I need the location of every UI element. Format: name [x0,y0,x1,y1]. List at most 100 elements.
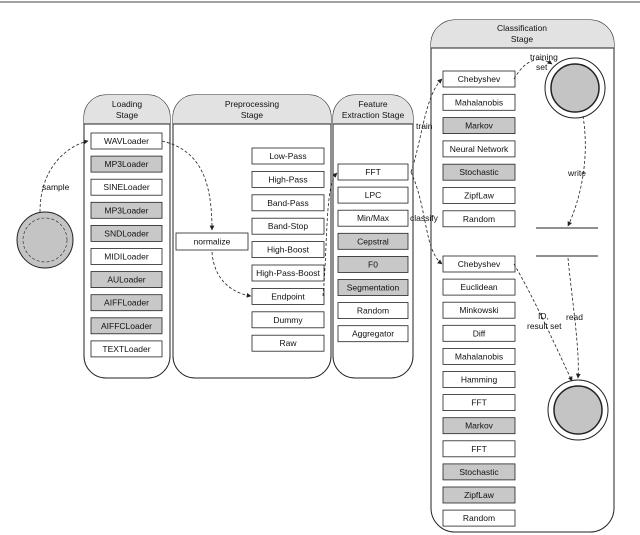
training-classifier-box-frame [442,163,516,181]
classifier-box-frame [442,255,516,273]
loader-box-list: WAVLoaderMP3LoaderSINELoaderMP3LoaderSND… [90,132,163,358]
loader-box-frame [90,155,163,173]
loader-box-frame [90,178,163,196]
preprocessing-box: Endpoint [251,287,325,305]
classifier-box: ZipfLaw [442,486,516,504]
loader-box-label: SINELoader [103,182,149,192]
classifier-box: Chebyshev [442,255,516,273]
feature-box-frame [337,279,409,296]
loader-box-label: SNDLoader [104,228,149,238]
classifier-box-frame [442,463,516,481]
training-classifier-box-frame [442,70,516,88]
classifier-box-frame [442,486,516,504]
classifier-box-frame [442,347,516,365]
feature-box-label: LPC [365,190,382,200]
loader-box-frame [90,248,163,265]
loader-box-frame [90,294,163,312]
sample-arrow [39,139,89,213]
feature-box: FFT [337,163,409,181]
feature-box-label: Segmentation [347,283,400,293]
preprocessing-stage-title-1: Preprocessing [225,99,280,109]
feature-box: F0 [337,255,409,273]
preprocessing-stage-panel: Preprocessing Stage [172,94,332,379]
loader-box-frame [90,224,163,242]
normalize-to-endpoint-arrow [211,251,252,298]
classifier-box-frame [442,417,516,435]
result-arrow [513,263,573,382]
classifier-box: FFT [442,440,516,458]
sample-source-disk [16,211,74,269]
preprocessing-box-frame [251,264,325,282]
classifier-box-frame [442,371,516,388]
feature-stage-title-2: Extraction Stage [342,110,405,120]
loader-box: AIFFCLoader [90,317,163,335]
feature-box: Aggregator [337,325,409,343]
train-arrow [410,78,443,173]
preprocessing-box-label: High-Pass [268,174,307,184]
classifier-box-list: ChebyshevEuclideanMinkowskiDiffMahalanob… [442,255,516,527]
preprocessing-stage-title-2: Stage [241,110,263,120]
feature-box-frame [337,186,409,204]
training-classifier-box: Neural Network [442,140,516,158]
training-classifier-box-frame [442,210,516,228]
feature-box-label: Aggregator [352,329,394,339]
preprocessing-box-label: High-Boost [267,245,310,255]
normalize-label: normalize [194,237,231,247]
training-classifier-box-frame [442,140,516,158]
classifier-box-frame [442,301,516,319]
preprocessing-box-label: Band-Stop [268,221,308,231]
preprocessing-box-frame [251,311,325,329]
training-set-edge-label-1: training [530,52,558,62]
classifier-box-label: FFT [471,444,487,454]
training-classifier-box: Chebyshev [442,70,516,88]
feature-stage-title-1: Feature [358,99,388,109]
loader-box: MIDILoader [90,248,163,265]
sample-edge-label: sample [42,182,70,192]
classifier-box: Hamming [442,371,516,388]
classifier-box-label: Markov [465,421,494,431]
loader-box-label: AIFFLoader [104,298,149,308]
preprocessing-box-label: Endpoint [271,291,305,301]
feature-box: Min/Max [337,209,409,227]
feature-box-frame [337,163,409,181]
loader-box-frame [90,317,163,335]
training-classifier-box: ZipfLaw [442,187,516,204]
classifier-box-frame [442,440,516,458]
classifier-box: Euclidean [442,278,516,296]
training-classifier-box: Random [442,210,516,228]
loader-box-label: MIDILoader [104,252,149,262]
classifier-box-label: Euclidean [460,282,498,292]
classification-stage-title-2: Stage [511,34,533,44]
classifier-box-label: ZipfLaw [464,490,495,500]
loader-box-label: MP3Loader [105,205,149,215]
preprocessing-box: Dummy [251,311,325,329]
feature-box-label: Random [357,306,389,316]
feature-box-frame [337,232,409,250]
preprocessing-box-label: Dummy [273,315,303,325]
loader-box-frame [90,201,163,219]
feature-box: Segmentation [337,279,409,296]
feature-box-list: FFTLPCMin/MaxCepstralF0SegmentationRando… [337,163,409,343]
preprocessing-box-frame [251,217,325,235]
preprocessing-box: Low-Pass [251,147,325,165]
loader-box-label: AULoader [107,275,145,285]
preprocessing-box-frame [251,334,325,352]
training-classifier-box: Mahalanobis [442,93,516,111]
classifier-box-label: Stochastic [459,467,499,477]
loader-box-label: MP3Loader [105,159,149,169]
loader-box-label: TEXTLoader [102,344,150,354]
classifier-box-label: FFT [471,398,487,408]
classifier-box-frame [442,509,516,527]
classify-arrow [410,171,443,265]
training-classifier-box: Markov [442,117,516,134]
preprocessing-box-frame [251,241,325,259]
classifier-box-label: Random [463,513,495,523]
normalize-box: normalize [175,232,249,251]
feature-box-frame [337,255,409,273]
preprocessing-box: High-Pass-Boost [251,264,325,282]
classifier-box-label: Chebyshev [458,259,501,269]
training-classifier-box-frame [442,117,516,134]
classifier-box-frame [442,394,516,412]
feature-box: Random [337,302,409,320]
